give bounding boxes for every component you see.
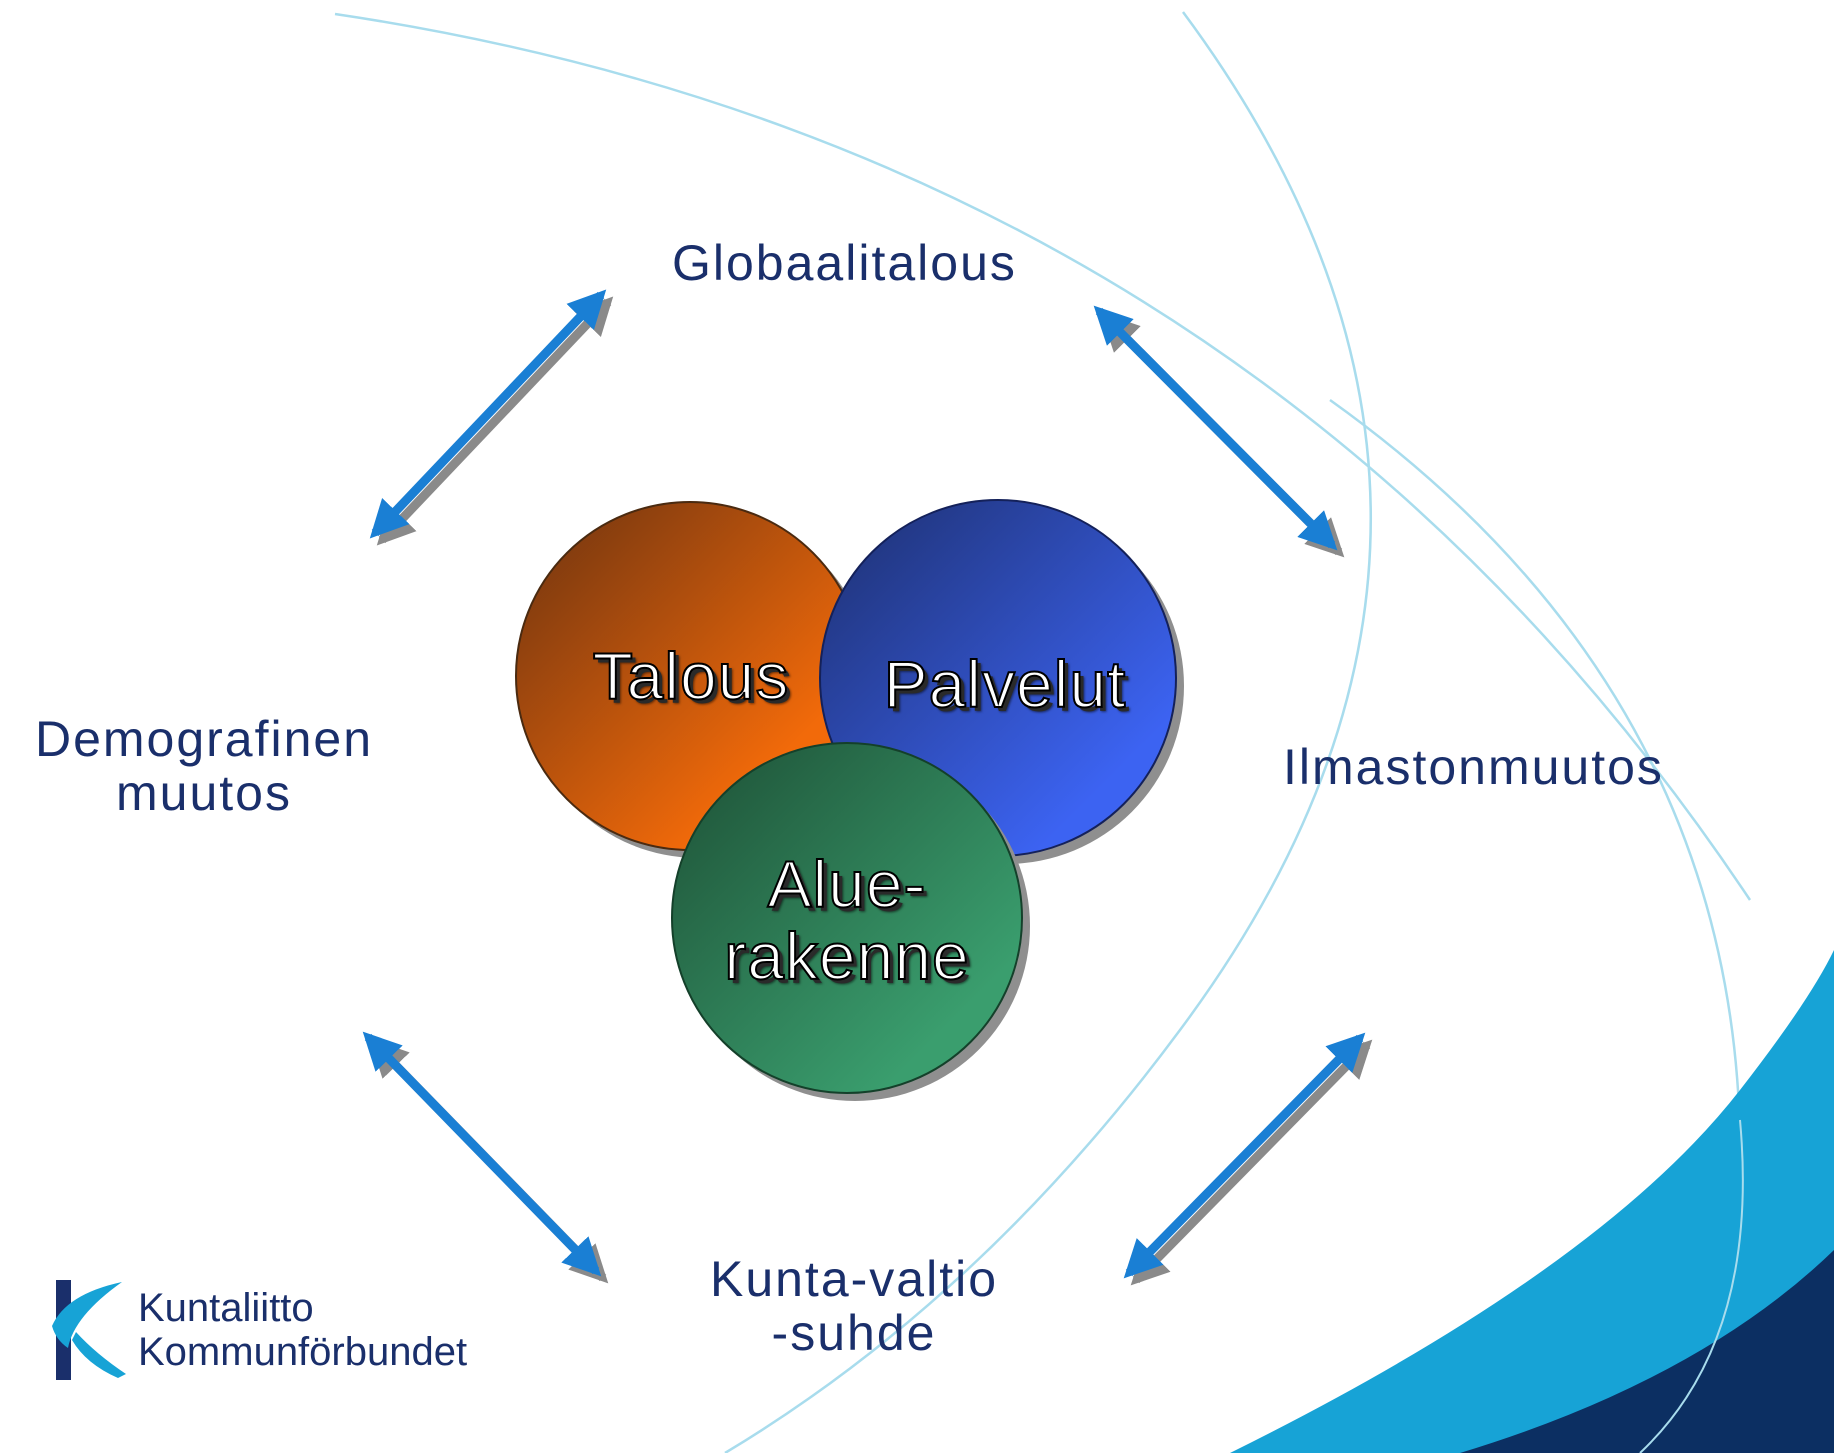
kuntaliitto-k-icon [52,1280,126,1380]
label-kunta-valtio-line2: -suhde [771,1305,937,1361]
circle-label-alue-line2: rakenne [723,919,970,993]
label-kunta-valtio-suhde: Kunta-valtio -suhde [684,1252,1024,1360]
label-ilmastonmuutos: Ilmastonmuutos [1283,740,1664,794]
label-ilmastonmuutos-text: Ilmastonmuutos [1283,739,1664,795]
circle-label-aluerakenne: Alue- rakenne [687,847,1007,993]
wave-light [1230,950,1834,1453]
thin-curve-top [334,12,1752,901]
thin-curve-right [724,11,1372,1453]
logo-line-kommunforbundet: Kommunförbundet [138,1330,468,1374]
arrow-top-left [369,289,614,546]
circle-label-palvelut-text: Palvelut [883,647,1127,721]
label-globaalitalous-text: Globaalitalous [672,235,1017,291]
arrow-top-right [1093,305,1345,558]
label-demografinen-line2: muutos [116,765,292,821]
wave-highlight [1639,1119,1744,1453]
circle-label-talous-text: Talous [592,639,790,713]
circle-green [671,742,1030,1101]
circle-label-talous: Talous [546,639,836,713]
circle-label-palvelut: Palvelut [850,647,1160,721]
label-demografinen-muutos: Demografinen muutos [14,712,394,820]
logo-kuntaliitto: Kuntaliitto Kommunförbundet [46,1274,516,1384]
label-kunta-valtio-line1: Kunta-valtio [709,1251,999,1307]
logo-line-kuntaliitto: Kuntaliitto [138,1286,314,1330]
wave-dark [1460,1250,1834,1453]
label-demografinen-line1: Demografinen [34,711,374,767]
arrow-bottom-right [1123,1032,1373,1286]
circle-label-alue-line1: Alue- [766,847,927,921]
arrow-bottom-left [362,1031,609,1284]
label-globaalitalous: Globaalitalous [672,236,1017,290]
